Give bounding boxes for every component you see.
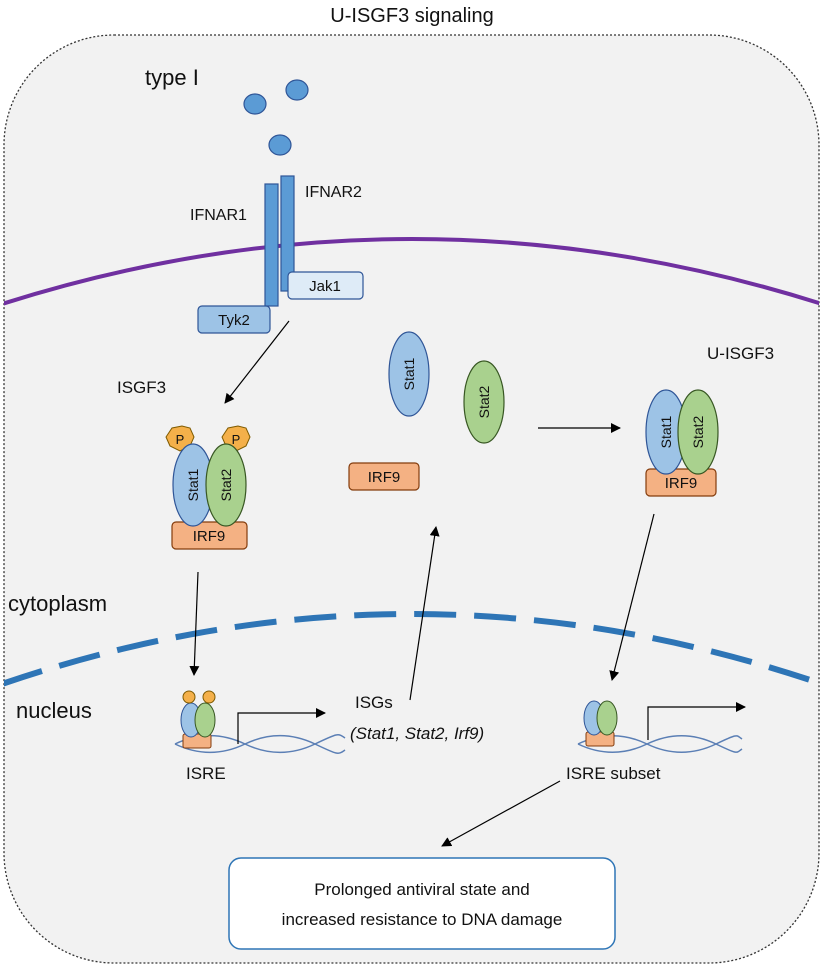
isgs-genes-label: (Stat1, Stat2, Irf9): [350, 724, 484, 743]
arrow-transcription: [647, 702, 746, 740]
irf9-protein: [171, 521, 248, 550]
phosphate-group: [182, 690, 196, 704]
tyk2-kinase: [197, 305, 271, 334]
isre-subset-label: ISRE subset: [566, 764, 661, 783]
interferon-ligand: [243, 93, 267, 115]
jak1-label: Jak1: [309, 278, 341, 295]
arrow-outcome: [441, 780, 561, 847]
phosphate-group: [165, 425, 195, 452]
stat1-label: Stat1: [185, 468, 201, 501]
arrow-nuclear-import: [189, 571, 200, 676]
stat2-label: Stat2: [690, 415, 706, 448]
cell-boundary: [3, 34, 820, 964]
stat2-label: Stat2: [218, 468, 234, 501]
type-i-label: type I: [145, 65, 199, 90]
irf9-label: IRF9: [665, 475, 698, 492]
irf9-label: IRF9: [193, 528, 226, 545]
stat1-label: Stat1: [658, 415, 674, 448]
stat2-protein: [596, 700, 618, 736]
irf9-free: [348, 462, 420, 491]
outcome-line-2: increased resistance to DNA damage: [282, 910, 563, 929]
arrow-translation: [409, 526, 440, 701]
isre-label: ISRE: [186, 764, 226, 783]
plasma-membrane: [4, 237, 819, 306]
irf9-label: IRF9: [368, 469, 401, 486]
tyk2-label: Tyk2: [218, 312, 250, 329]
outcome-line-1: Prolonged antiviral state and: [314, 880, 529, 899]
stat2-protein: [677, 389, 719, 475]
isgs-label: ISGs: [355, 693, 393, 712]
nucleus-label: nucleus: [16, 698, 92, 723]
ifnar1-receptor: [264, 183, 279, 307]
phosphate-group: [202, 690, 216, 704]
stat2-protein: [205, 443, 247, 527]
phospho-label: P: [176, 432, 185, 447]
stat2-label: Stat2: [476, 385, 492, 418]
outcome-box: [228, 857, 616, 950]
stat2-free: [463, 360, 505, 444]
irf9-protein: [645, 468, 717, 497]
nuclear-envelope: [4, 611, 819, 687]
arrow-nuclear-import: [609, 513, 655, 681]
interferon-ligand: [285, 79, 309, 101]
stat2-protein: [194, 702, 216, 738]
ifnar1-label: IFNAR1: [190, 207, 247, 224]
phospho-label: P: [232, 432, 241, 447]
cytoplasm-label: cytoplasm: [8, 591, 107, 616]
interferon-ligand: [268, 134, 292, 156]
stat1-free: [388, 331, 430, 417]
u-isgf3-label: U-ISGF3: [707, 344, 774, 363]
arrow-activation: [224, 320, 290, 404]
isgf3-label: ISGF3: [117, 378, 166, 397]
ifnar2-label: IFNAR2: [305, 184, 362, 201]
diagram-title: U-ISGF3 signaling: [330, 5, 493, 27]
arrow-transcription: [237, 708, 326, 744]
stat1-label: Stat1: [401, 357, 417, 390]
jak1-kinase: [287, 271, 364, 300]
